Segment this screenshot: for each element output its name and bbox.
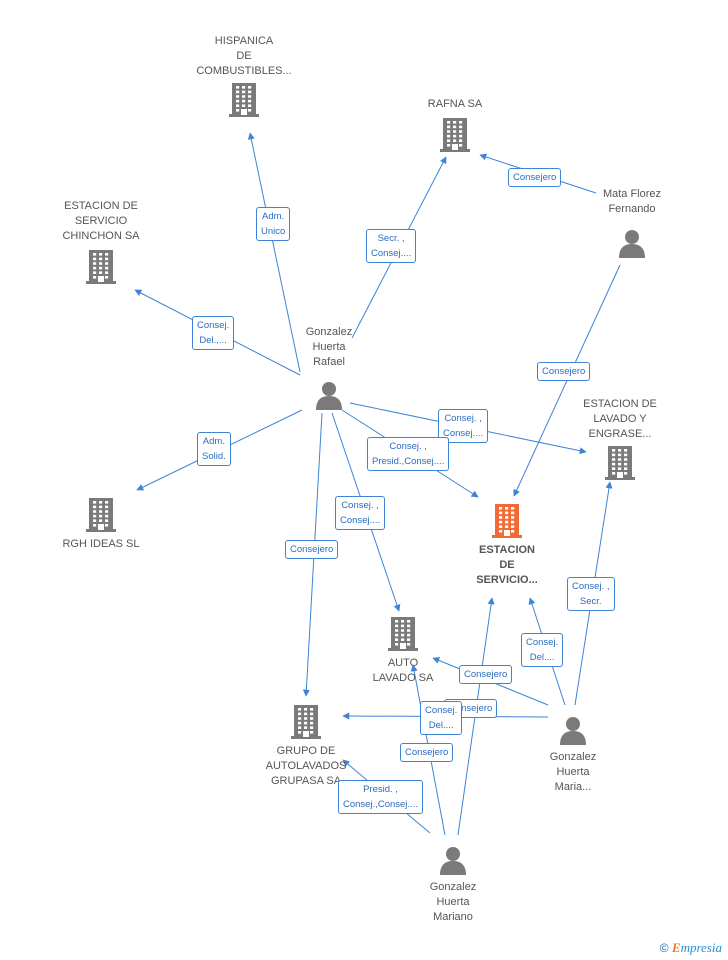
building-icon[interactable] <box>440 118 470 157</box>
relation-label[interactable]: Consej. , Presid.,Consej.... <box>367 437 450 471</box>
relation-label[interactable]: Consejero <box>400 743 454 762</box>
node-label[interactable]: AUTO LAVADO SA <box>372 657 434 684</box>
node-label[interactable]: GRUPO DE AUTOLAVADOS GRUPASA SA <box>265 745 347 787</box>
building-icon[interactable] <box>388 617 418 656</box>
brand-logo: Empresia <box>671 940 722 955</box>
relation-label[interactable]: Secr. , Consej.... <box>366 229 417 263</box>
relation-label[interactable]: Consejero <box>285 540 339 559</box>
relation-label[interactable]: Consej. , Secr. <box>567 577 615 611</box>
relation-label[interactable]: Consejero <box>508 168 562 187</box>
person-icon[interactable] <box>617 228 647 263</box>
relation-label[interactable]: Adm. Solid. <box>197 432 231 466</box>
footer-brand[interactable]: © Empresia <box>660 940 722 956</box>
edge-arrow <box>247 132 301 373</box>
building-icon[interactable] <box>291 705 321 744</box>
building-icon[interactable] <box>492 504 522 543</box>
copyright-symbol: © <box>659 941 669 955</box>
node-label[interactable]: ESTACION DE SERVICIO... <box>476 544 538 586</box>
node-label[interactable]: Gonzalez Huerta Rafael <box>305 326 353 368</box>
node-label[interactable]: Gonzalez Huerta Maria... <box>549 751 597 793</box>
relation-label[interactable]: Consejero <box>537 362 591 381</box>
node-label[interactable]: Gonzalez Huerta Mariano <box>429 881 477 923</box>
building-icon[interactable] <box>605 446 635 485</box>
node-label[interactable]: HISPANICA DE COMBUSTIBLES... <box>196 35 292 77</box>
node-label[interactable]: RGH IDEAS SL <box>62 538 140 550</box>
building-icon[interactable] <box>86 498 116 537</box>
relation-label[interactable]: Consej. Del.... <box>521 633 564 667</box>
person-icon[interactable] <box>314 380 344 415</box>
node-label[interactable]: Mata Florez Fernando <box>602 188 662 215</box>
relation-label[interactable]: Presid. , Consej.,Consej.... <box>338 780 423 814</box>
relation-label[interactable]: Consej. Del.... <box>420 701 463 735</box>
relation-label[interactable]: Consej. Del.,... <box>192 316 235 350</box>
building-icon[interactable] <box>229 83 259 122</box>
node-label[interactable]: ESTACION DE LAVADO Y ENGRASE... <box>583 398 657 440</box>
relation-label[interactable]: Consej. , Consej.... <box>335 496 386 530</box>
node-label[interactable]: ESTACION DE SERVICIO CHINCHON SA <box>62 200 140 242</box>
person-icon[interactable] <box>558 715 588 750</box>
person-icon[interactable] <box>438 845 468 880</box>
relation-label[interactable]: Adm. Unico <box>256 207 291 241</box>
relation-label[interactable]: Consejero <box>459 665 513 684</box>
node-label[interactable]: RAFNA SA <box>427 98 483 110</box>
building-icon[interactable] <box>86 250 116 289</box>
